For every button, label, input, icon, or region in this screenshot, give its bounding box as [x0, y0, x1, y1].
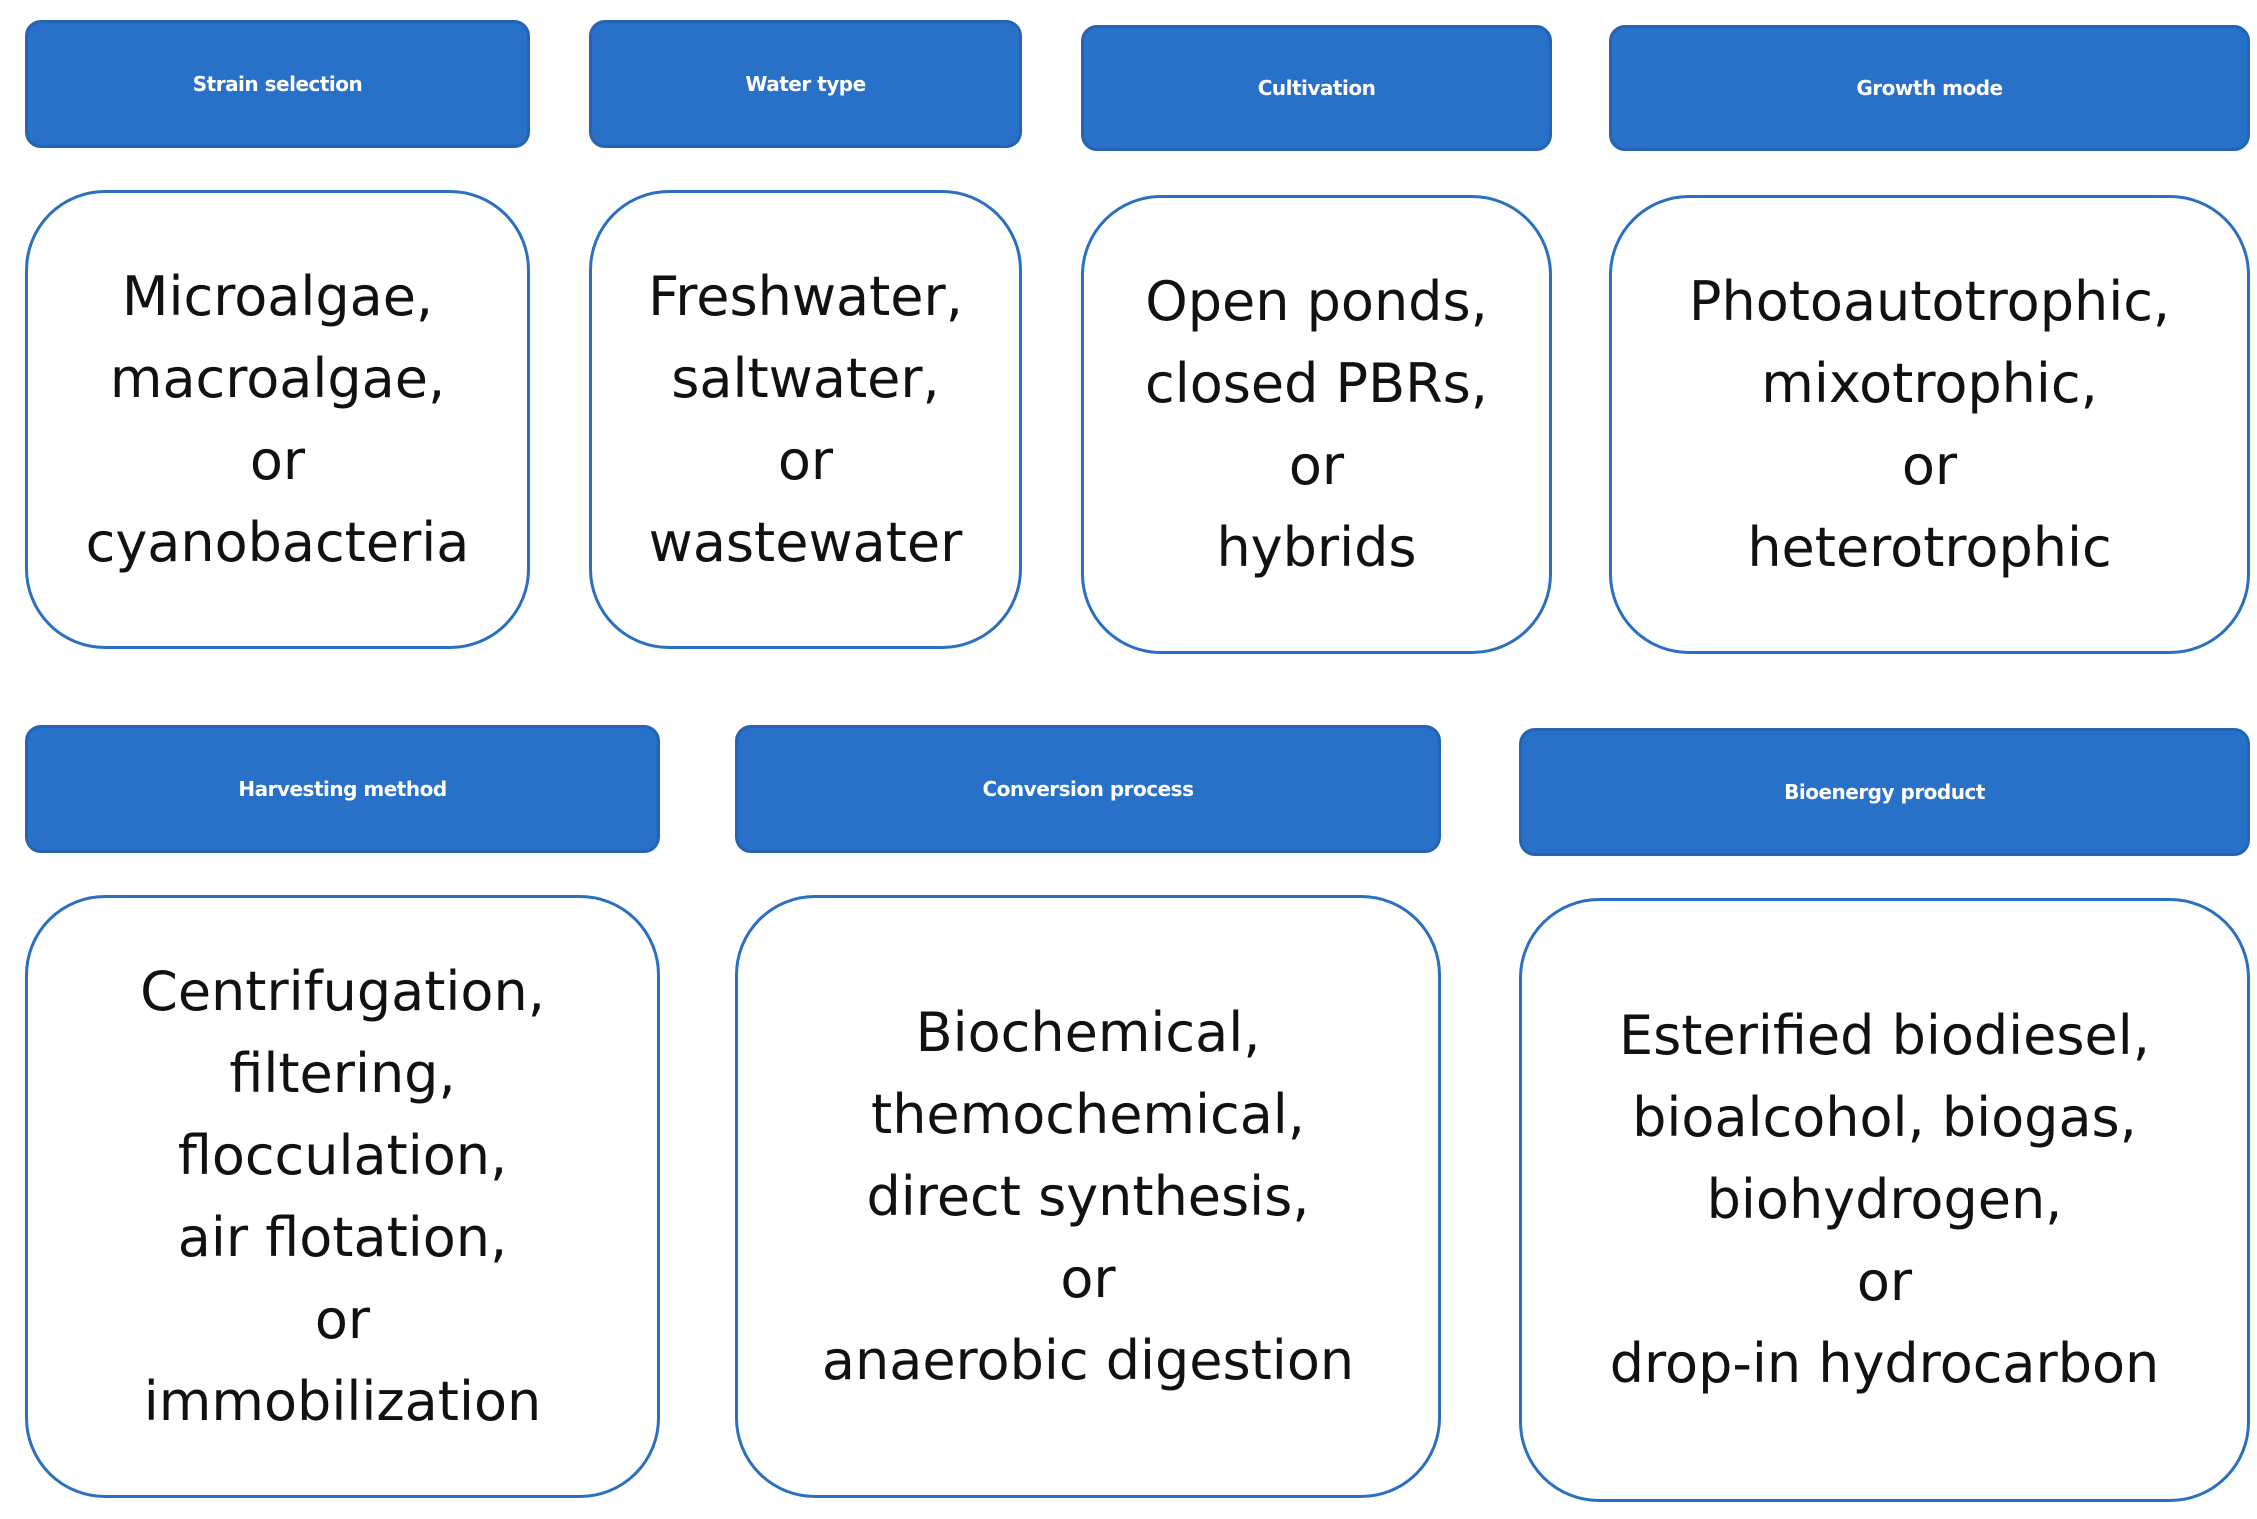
card-line: or: [777, 428, 834, 492]
card-line: bioalcohol, biogas,: [1632, 1086, 2137, 1149]
water-type-options: Freshwater, saltwater, or wastewater: [648, 256, 963, 584]
card-line: direct synthesis,: [866, 1164, 1310, 1228]
card-line: drop-in hydrocarbon: [1609, 1332, 2160, 1395]
card-line: Freshwater,: [648, 264, 963, 328]
card-line: Open ponds,: [1145, 269, 1488, 333]
strain-selection-header: Strain selection: [25, 20, 530, 148]
cultivation-card: Open ponds, closed PBRs, or hybrids: [1081, 195, 1552, 654]
card-line: themochemical,: [871, 1082, 1305, 1146]
card-line: hybrids: [1216, 515, 1417, 579]
card-line: anaerobic digestion: [821, 1328, 1355, 1392]
card-line: cyanobacteria: [85, 510, 470, 574]
card-line: or: [249, 428, 306, 492]
card-line: Biochemical,: [915, 1000, 1261, 1064]
cultivation-header: Cultivation: [1081, 25, 1552, 151]
growth-mode-card: Photoautotrophic, mixotrophic, or hetero…: [1609, 195, 2250, 654]
card-line: saltwater,: [671, 346, 940, 410]
card-line: air flotation,: [177, 1205, 508, 1269]
card-line: Microalgae,: [121, 264, 434, 328]
cultivation-options: Open ponds, closed PBRs, or hybrids: [1145, 261, 1488, 589]
card-line: Photoautotrophic,: [1688, 269, 2171, 333]
card-line: immobilization: [143, 1369, 542, 1433]
card-line: or: [1060, 1246, 1116, 1310]
strain-selection-options: Microalgae, macroalgae, or cyanobacteria: [86, 256, 470, 584]
card-line: heterotrophic: [1747, 515, 2112, 579]
strain-selection-card: Microalgae, macroalgae, or cyanobacteria: [25, 190, 530, 649]
water-type-card: Freshwater, saltwater, or wastewater: [589, 190, 1022, 649]
card-line: or: [1901, 433, 1958, 497]
card-line: Esterified biodiesel,: [1619, 1004, 2150, 1067]
card-line: wastewater: [648, 510, 963, 574]
card-line: or: [1856, 1250, 1913, 1313]
card-line: Centrifugation,: [140, 959, 545, 1023]
water-type-header: Water type: [589, 20, 1022, 148]
bioenergy-product-header: Bioenergy product: [1519, 728, 2250, 856]
card-line: macroalgae,: [109, 346, 446, 410]
conversion-process-options: Biochemical, themochemical, direct synth…: [822, 992, 1354, 1402]
harvesting-method-options: Centrifugation, filtering, flocculation,…: [140, 951, 545, 1443]
harvesting-method-header: Harvesting method: [25, 725, 660, 853]
harvesting-method-card: Centrifugation, filtering, flocculation,…: [25, 895, 660, 1498]
growth-mode-header: Growth mode: [1609, 25, 2250, 151]
card-line: biohydrogen,: [1706, 1168, 2063, 1231]
card-line: mixotrophic,: [1761, 351, 2098, 415]
conversion-process-card: Biochemical, themochemical, direct synth…: [735, 895, 1441, 1498]
conversion-process-header: Conversion process: [735, 725, 1441, 853]
card-line: closed PBRs,: [1145, 351, 1488, 415]
card-line: or: [314, 1287, 371, 1351]
card-line: filtering,: [229, 1041, 456, 1105]
card-line: flocculation,: [177, 1123, 508, 1187]
bioenergy-product-card: Esterified biodiesel, bioalcohol, biogas…: [1519, 898, 2250, 1502]
growth-mode-options: Photoautotrophic, mixotrophic, or hetero…: [1689, 261, 2170, 589]
card-line: or: [1288, 433, 1345, 497]
bioenergy-product-options: Esterified biodiesel, bioalcohol, biogas…: [1610, 995, 2160, 1405]
